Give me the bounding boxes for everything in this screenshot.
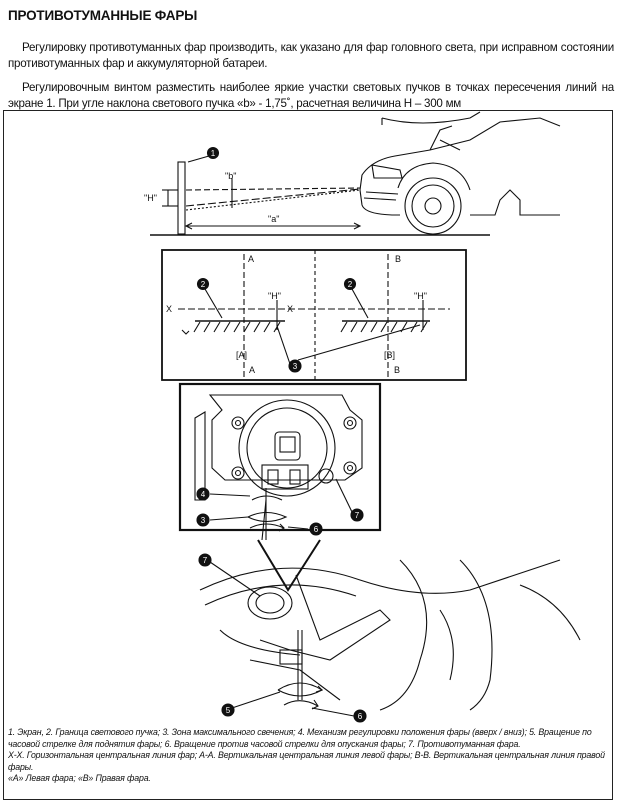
caption-line-3: «A» Левая фара; «B» Правая фара. — [8, 773, 151, 783]
callout-2a-text: 2 — [201, 280, 206, 289]
screen-board — [177, 161, 186, 235]
screen-grid-diagram — [161, 249, 467, 381]
callout-4-text: 4 — [201, 490, 206, 499]
callout-7b-text: 7 — [203, 556, 208, 565]
callout-5-text: 5 — [226, 706, 231, 715]
paragraph-2: Регулировочным винтом разместить наиболе… — [8, 81, 614, 110]
callout-2b-text: 2 — [348, 280, 353, 289]
bracket-b: [B] — [384, 350, 395, 360]
callout-6b-text: 6 — [358, 712, 363, 721]
screen-x-left: X — [166, 304, 172, 314]
callout-3b-text: 3 — [201, 516, 206, 525]
bumper-view — [199, 559, 581, 717]
bracket-a: [A] — [236, 350, 247, 360]
callout-1-text: 1 — [211, 149, 216, 158]
caption-line-2: X-X. Горизонтальная центральная линия фа… — [8, 750, 605, 772]
fog-lamp-detail — [178, 382, 382, 592]
screen-a-top: A — [248, 254, 254, 264]
callout-6-text: 6 — [314, 525, 319, 534]
screen-b-top: B — [395, 254, 401, 264]
label-h-top: "H" — [144, 193, 157, 203]
page-heading: ПРОТИВОТУМАННЫЕ ФАРЫ — [8, 8, 198, 23]
screen-x-right: X — [287, 304, 293, 314]
screen-b-bottom: B — [394, 365, 400, 375]
callout-7-text: 7 — [355, 511, 360, 520]
label-a: "a" — [268, 214, 279, 224]
screen-car-diagram — [150, 111, 561, 236]
screen-h-right: "H" — [414, 291, 427, 301]
label-b: "b" — [225, 171, 236, 181]
screen-a-bottom: A — [249, 365, 255, 375]
caption-line-1: 1. Экран, 2. Граница светового пучка; 3.… — [8, 727, 592, 749]
callout-3-text: 3 — [293, 362, 298, 371]
screen-h-left: "H" — [268, 291, 281, 301]
figure-caption: 1. Экран, 2. Граница светового пучка; 3.… — [8, 727, 612, 785]
callout-1 — [206, 146, 220, 160]
paragraph-1: Регулировку противотуманных фар производ… — [8, 41, 614, 70]
